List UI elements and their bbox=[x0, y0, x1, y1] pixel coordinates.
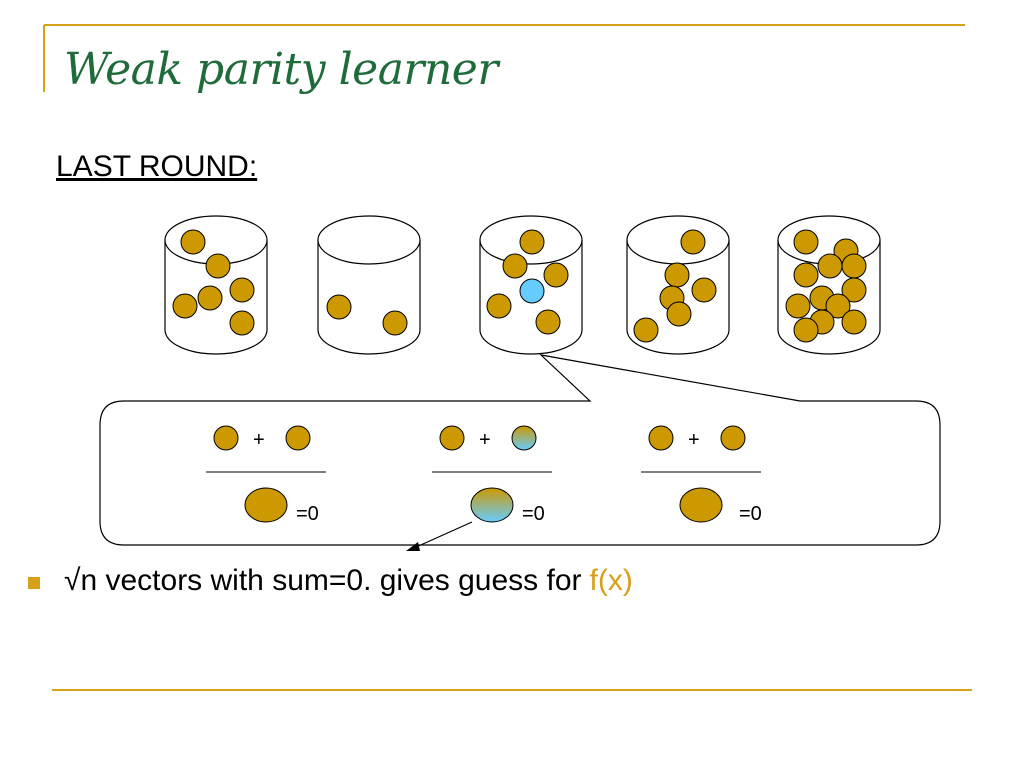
ball bbox=[439, 425, 465, 451]
ball bbox=[680, 229, 706, 255]
cylinder-1 bbox=[164, 215, 268, 355]
ball bbox=[793, 262, 819, 288]
callout-box bbox=[99, 354, 941, 546]
result-ball bbox=[679, 487, 723, 523]
ball bbox=[205, 253, 231, 279]
equation-1: + =0 bbox=[206, 425, 326, 525]
ball bbox=[519, 229, 545, 255]
ball bbox=[785, 293, 811, 319]
ball bbox=[502, 253, 528, 279]
ball bbox=[535, 309, 561, 335]
ball bbox=[648, 425, 674, 451]
special-ball bbox=[519, 278, 545, 304]
mixed-result-ball bbox=[470, 487, 514, 523]
cylinder-4 bbox=[626, 215, 730, 355]
bullet-highlight: f(x) bbox=[589, 564, 633, 597]
equals-zero: =0 bbox=[296, 503, 319, 525]
plus-sign: + bbox=[479, 429, 491, 451]
ball bbox=[486, 293, 512, 319]
ball bbox=[285, 425, 311, 451]
equals-zero: =0 bbox=[522, 503, 545, 525]
ball bbox=[691, 277, 717, 303]
equation-3: + =0 bbox=[641, 425, 762, 525]
plus-sign: + bbox=[688, 429, 700, 451]
ball bbox=[793, 229, 819, 255]
cylinder-5 bbox=[777, 215, 881, 355]
equals-zero: =0 bbox=[739, 503, 762, 525]
ball bbox=[229, 310, 255, 336]
equation-2: + =0 bbox=[432, 425, 552, 525]
pointer-arrow-head bbox=[406, 542, 420, 551]
ball bbox=[172, 293, 198, 319]
section-heading: LAST ROUND: bbox=[56, 150, 258, 183]
ball bbox=[633, 317, 659, 343]
pointer-arrow-line bbox=[413, 521, 473, 549]
mixed-ball bbox=[511, 425, 537, 451]
ball bbox=[825, 293, 851, 319]
ball bbox=[841, 277, 867, 303]
plus-sign: + bbox=[253, 429, 265, 451]
ball bbox=[664, 262, 690, 288]
ball bbox=[382, 310, 408, 336]
ball bbox=[213, 425, 239, 451]
ball bbox=[817, 253, 843, 279]
ball bbox=[841, 253, 867, 279]
ball bbox=[841, 309, 867, 335]
cylinder-2 bbox=[317, 215, 421, 355]
ball bbox=[720, 425, 746, 451]
ball bbox=[666, 301, 692, 327]
bullet-square-icon bbox=[28, 577, 40, 589]
bullet-text: √n vectors with sum=0. gives guess for bbox=[64, 564, 582, 597]
ball bbox=[326, 294, 352, 320]
cylinder-3 bbox=[479, 215, 583, 355]
ball bbox=[197, 285, 223, 311]
result-ball bbox=[244, 487, 288, 523]
ball bbox=[180, 229, 206, 255]
bullet-item: √n vectors with sum=0. gives guess for f… bbox=[28, 564, 633, 598]
slide-title: Weak parity learner bbox=[64, 44, 498, 95]
ball bbox=[543, 262, 569, 288]
ball bbox=[793, 317, 819, 343]
ball bbox=[229, 277, 255, 303]
